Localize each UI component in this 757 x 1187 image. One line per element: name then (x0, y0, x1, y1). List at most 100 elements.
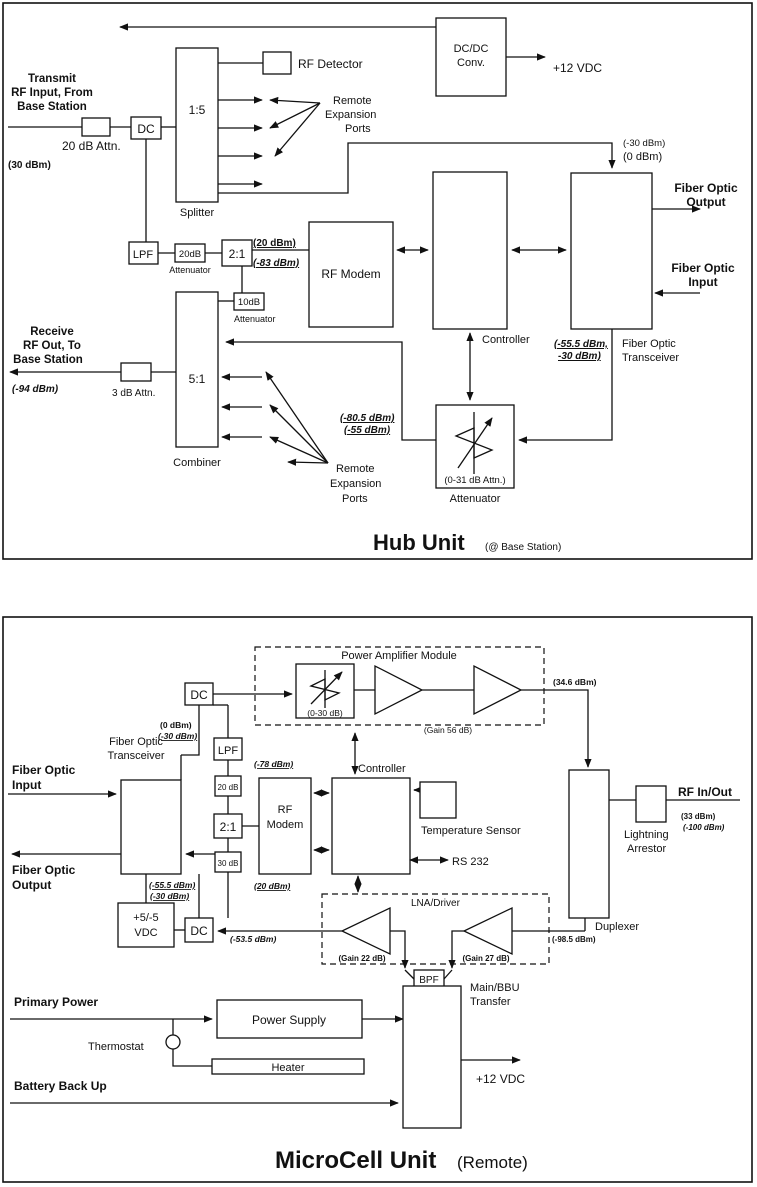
hub-remote-exp-rx-3: Ports (342, 493, 368, 505)
micro-bpf-link-2 (443, 969, 453, 980)
hub-fiber-output-label-1: Fiber Optic (674, 181, 738, 195)
micro-fiber-input-label-2: Input (12, 778, 41, 792)
hub-combiner-box (175, 291, 219, 448)
micro-lna1-to-bpf (390, 930, 409, 969)
hub-m30b-label: -30 dBm) (558, 351, 601, 362)
hub-dc-label: DC (137, 122, 155, 136)
micro-transfer-box (402, 985, 462, 1129)
hub-attenuator2-label: Attenuator (234, 314, 276, 324)
micro-346-label: (34.6 dBm) (553, 677, 597, 687)
hub-rx-pointer-3 (269, 436, 329, 464)
hub-m805-label: (-80.5 dBm) (340, 413, 395, 424)
microcell-unit-panel: Power Amplifier Module (0-30 dB) (Gain 5… (2, 616, 753, 1183)
micro-fiber-transceiver-box (120, 779, 182, 875)
hub-attenuator-label: Attenuator (169, 265, 211, 275)
hub-attenuator3-label: Attenuator (450, 493, 501, 505)
micro-m100-label: (-100 dBm) (683, 823, 725, 832)
hub-m55-label: (-55 dBm) (344, 425, 391, 436)
micro-fiber-output-label-2: Output (12, 878, 51, 892)
hub-remote-exp-tx-2: Expansion (325, 109, 376, 121)
hub-m94-label: (-94 dBm) (12, 384, 59, 395)
micro-0dbm-label: (0 dBm) (160, 720, 192, 730)
micro-pa-amp-1-icon (374, 664, 424, 716)
micro-arrestor-box (635, 785, 667, 823)
micro-lightning-label-1: Lightning (624, 829, 669, 841)
micro-m535-label: (-53.5 dBm) (230, 934, 276, 944)
hub-tx-label-1: Transmit (28, 73, 76, 85)
hub-20db-attn-label: 20 dB Attn. (62, 139, 121, 153)
hub-0dbm-label: (0 dBm) (623, 151, 662, 163)
hub-rx-label-2: RF Out, To (23, 340, 81, 352)
micro-fot-label-1: Fiber Optic (109, 736, 163, 748)
hub-combiner-label: Combiner (173, 457, 221, 469)
micro-pa-to-duplexer (521, 689, 592, 768)
hub-combiner-ratio: 5:1 (189, 372, 206, 386)
micro-fot-label-2: Transceiver (107, 750, 164, 762)
hub-20db-attn-box (81, 117, 111, 137)
micro-primary-power-label: Primary Power (14, 995, 98, 1009)
micro-controller-label: Controller (358, 763, 406, 775)
micro-thermostat-icon (165, 1034, 181, 1050)
micro-duplexer-box (568, 769, 610, 919)
hub-splitter-label: Splitter (180, 207, 215, 219)
micro-fiber-output-label-1: Fiber Optic (12, 863, 76, 877)
micro-bpf-label: BPF (419, 975, 438, 986)
hub-fiber-input-label-2: Input (688, 275, 717, 289)
micro-20db-label: 20 dB (218, 783, 239, 792)
hub-tx-label-3: Base Station (17, 101, 87, 113)
hub-21-label: 2:1 (229, 247, 246, 261)
micro-m78-label: (-78 dBm) (254, 759, 293, 769)
hub-20dbm-label: (20 dBm) (253, 238, 296, 249)
hub-rx-pointer-4 (287, 458, 329, 466)
micro-controller-box (331, 777, 411, 875)
hub-fot-label-2: Transceiver (622, 352, 679, 364)
hub-30dbm-label: (30 dBm) (8, 160, 51, 171)
micro-power-supply-box (216, 999, 363, 1039)
hub-subtitle: (@ Base Station) (485, 542, 561, 553)
micro-frame (2, 616, 753, 1183)
hub-fot-label-1: Fiber Optic (622, 338, 676, 350)
hub-fiber-transceiver-box (570, 172, 653, 330)
micro-psu-box (117, 902, 175, 948)
hub-remote-exp-tx-3: Ports (345, 123, 371, 135)
hub-20db-label: 20dB (179, 249, 201, 260)
hub-remote-exp-rx-2: Expansion (330, 478, 381, 490)
micro-bpf-link-1 (404, 969, 415, 980)
micro-rs232-label: RS 232 (452, 856, 489, 868)
micro-dc-to-transceiver-line (181, 705, 200, 756)
hub-unit-panel: DC/DC Conv. +12 VDC RF Detector Transmit… (2, 2, 753, 560)
micro-21-label: 2:1 (220, 820, 237, 834)
micro-heater-label: Heater (271, 1062, 304, 1074)
hub-dcdc-label-1: DC/DC (454, 43, 489, 55)
hub-tx-pointer-1 (269, 96, 321, 105)
hub-rf-detector-box (262, 51, 292, 75)
micro-vdc-label: +12 VDC (476, 1072, 525, 1086)
micro-m985-label: (-98.5 dBm) (552, 935, 596, 944)
micro-m555-label: (-55.5 dBm) (149, 880, 195, 890)
hub-vdc-label: +12 VDC (553, 61, 602, 75)
hub-m555-label: (-55.5 dBm, (554, 339, 608, 350)
micro-thermostat-label: Thermostat (88, 1041, 144, 1053)
micro-psu-label-2: VDC (134, 927, 157, 939)
micro-lna-label: LNA/Driver (411, 898, 461, 909)
hub-fiber-output-label-2: Output (686, 195, 725, 209)
micro-title: MicroCell Unit (275, 1147, 436, 1174)
micro-33dbm-label: (33 dBm) (681, 812, 716, 821)
hub-remote-exp-tx-1: Remote (333, 95, 372, 107)
hub-splitter-to-transceiver (218, 142, 616, 194)
hub-attn031-label: (0-31 dB Attn.) (444, 475, 505, 486)
hub-tx-label-2: RF Input, From (11, 87, 93, 99)
micro-heater-box (211, 1058, 365, 1075)
micro-m30-label: (-30 dBm) (158, 731, 197, 741)
hub-rx-pointer-2 (269, 404, 329, 464)
hub-rf-detector-label: RF Detector (298, 57, 363, 71)
hub-3db-attn-box (120, 362, 152, 382)
hub-rx-label-1: Receive (30, 326, 73, 338)
micro-m30b-label: (-30 dBm) (150, 891, 189, 901)
micro-temp-sensor-box (419, 781, 457, 819)
micro-30db-label: 30 dB (218, 859, 239, 868)
hub-attenuator-to-combiner (225, 338, 436, 441)
micro-rf-modem-label-2: Modem (267, 819, 304, 831)
micro-lpf-label: LPF (218, 745, 238, 757)
